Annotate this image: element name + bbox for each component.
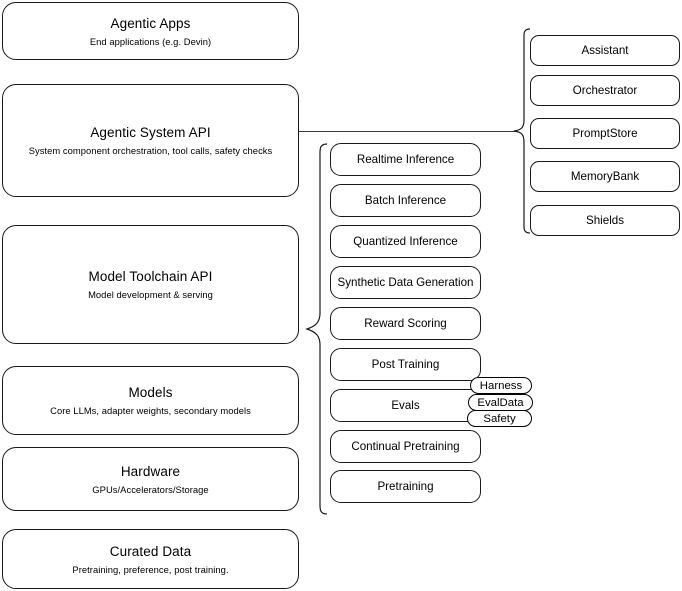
layer-title: Agentic Apps — [110, 15, 191, 31]
layer-title: Hardware — [120, 463, 181, 479]
toolchain-box-reward-scoring[interactable]: Reward Scoring — [330, 307, 481, 340]
toolchain-label: Pretraining — [377, 480, 434, 493]
system-component-box-shields[interactable]: Shields — [530, 205, 680, 236]
toolchain-box-pretraining[interactable]: Pretraining — [330, 470, 481, 503]
connector-system-api-to-components — [299, 131, 517, 132]
system-component-box-assistant[interactable]: Assistant — [530, 35, 680, 66]
toolchain-box-synthetic-data-generation[interactable]: Synthetic Data Generation — [330, 266, 481, 299]
toolchain-label: Evals — [391, 399, 420, 412]
system-component-label: Shields — [585, 214, 625, 227]
system-component-label: PromptStore — [572, 127, 638, 140]
layer-title: Models — [128, 385, 173, 400]
toolchain-label: Realtime Inference — [356, 153, 455, 166]
toolchain-box-post-training[interactable]: Post Training — [330, 348, 481, 381]
layer-subtitle: End applications (e.g. Devin) — [89, 35, 212, 47]
layer-title: Curated Data — [109, 543, 192, 559]
evals-pill-harness[interactable]: Harness — [470, 377, 532, 394]
layer-box-agentic-system-api[interactable]: Agentic System API System component orch… — [2, 84, 299, 197]
evals-pill-evaldata[interactable]: EvalData — [468, 394, 533, 411]
system-component-box-orchestrator[interactable]: Orchestrator — [530, 75, 680, 106]
toolchain-label: Batch Inference — [364, 194, 447, 207]
layer-box-hardware[interactable]: Hardware GPUs/Accelerators/Storage — [2, 447, 299, 511]
system-component-box-promptstore[interactable]: PromptStore — [530, 118, 680, 149]
toolchain-label: Continual Pretraining — [351, 440, 460, 453]
system-component-label: Assistant — [581, 44, 629, 57]
system-component-box-memorybank[interactable]: MemoryBank — [530, 161, 680, 192]
layer-subtitle: Core LLMs, adapter weights, secondary mo… — [50, 405, 251, 416]
layer-subtitle: Pretraining, preference, post training. — [72, 563, 229, 575]
layer-box-models[interactable]: Models Core LLMs, adapter weights, secon… — [2, 366, 299, 435]
toolchain-box-realtime-inference[interactable]: Realtime Inference — [330, 143, 481, 176]
layer-box-agentic-apps[interactable]: Agentic Apps End applications (e.g. Devi… — [2, 2, 299, 60]
evals-pill-label: Safety — [483, 412, 516, 425]
layer-subtitle: Model development & serving — [88, 289, 213, 300]
toolchain-box-quantized-inference[interactable]: Quantized Inference — [330, 225, 481, 258]
toolchain-box-continual-pretraining[interactable]: Continual Pretraining — [330, 430, 481, 463]
toolchain-box-evals[interactable]: Evals — [330, 389, 481, 422]
layer-subtitle: System component orchestration, tool cal… — [28, 145, 273, 156]
layer-subtitle: GPUs/Accelerators/Storage — [92, 483, 209, 495]
evals-pill-safety[interactable]: Safety — [467, 410, 532, 427]
brace-toolchain-components — [305, 143, 328, 515]
evals-pill-label: Harness — [479, 379, 523, 392]
toolchain-box-batch-inference[interactable]: Batch Inference — [330, 184, 481, 217]
layer-box-curated-data[interactable]: Curated Data Pretraining, preference, po… — [2, 529, 299, 589]
layer-title: Model Toolchain API — [88, 269, 213, 284]
system-component-label: MemoryBank — [570, 170, 640, 183]
system-component-label: Orchestrator — [572, 84, 638, 97]
layer-title: Agentic System API — [90, 125, 211, 140]
brace-system-components — [513, 28, 531, 234]
evals-pill-label: EvalData — [477, 396, 524, 409]
toolchain-label: Post Training — [371, 358, 440, 371]
toolchain-label: Synthetic Data Generation — [337, 276, 474, 289]
toolchain-label: Reward Scoring — [364, 317, 447, 330]
toolchain-label: Quantized Inference — [353, 235, 458, 248]
layer-box-model-toolchain-api[interactable]: Model Toolchain API Model development & … — [2, 225, 299, 344]
